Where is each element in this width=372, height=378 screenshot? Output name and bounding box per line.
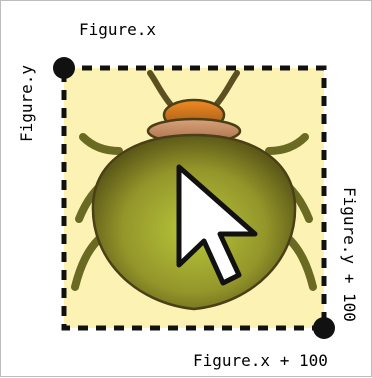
beetle-icon [71, 70, 317, 311]
bounds-outline [61, 65, 327, 331]
end-y-label: Figure.y + 100 [340, 187, 359, 322]
origin-marker [53, 57, 75, 79]
end-x-label: Figure.x + 100 [193, 351, 328, 370]
end-marker [313, 317, 335, 339]
origin-x-label: Figure.x [79, 20, 157, 39]
origin-y-label: Figure.y [17, 64, 36, 142]
mouse-pointer-icon [176, 164, 258, 286]
